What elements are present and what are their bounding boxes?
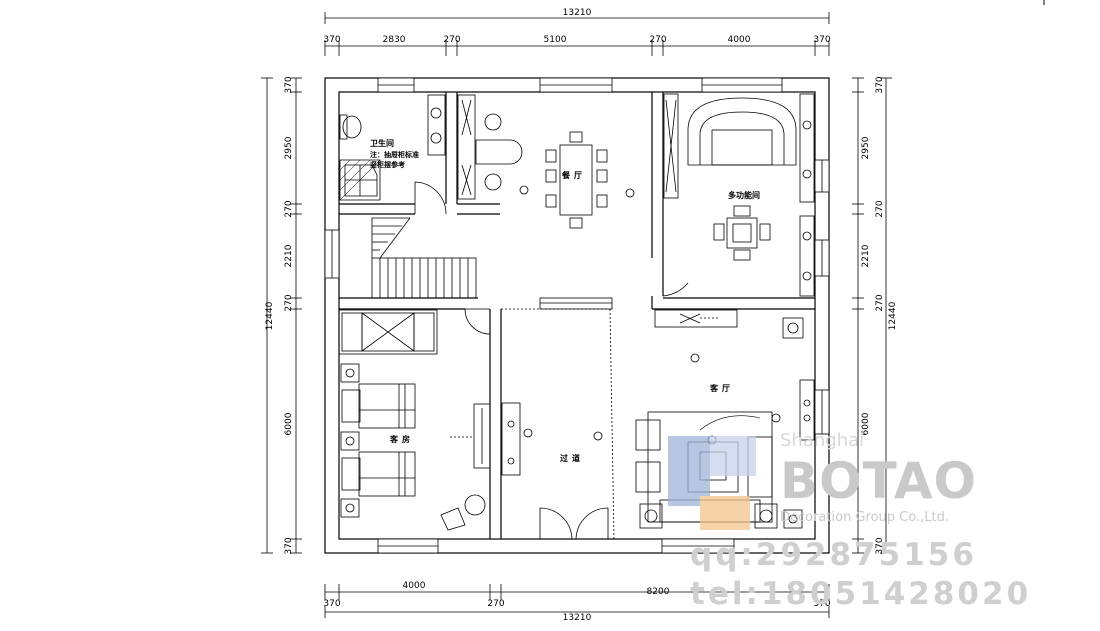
room-label-living: 客厅 bbox=[709, 383, 734, 393]
stairs bbox=[371, 217, 477, 299]
right-total-dim: 12440 bbox=[888, 301, 898, 330]
bottom-total-dim: 13210 bbox=[563, 613, 592, 623]
dining-furniture bbox=[457, 94, 635, 229]
room-label-guest: 客房 bbox=[389, 434, 414, 444]
bottom-dim-5: 370 bbox=[813, 599, 830, 609]
bottom-dim-2: 4000 bbox=[403, 581, 426, 591]
room-label-multi: 多功能间 bbox=[728, 190, 760, 200]
room-label-dining: 餐厅 bbox=[561, 170, 586, 180]
watermark-tel: tel:18051428020 bbox=[690, 576, 1032, 612]
right-dim-7: 370 bbox=[875, 537, 885, 554]
left-dim-4: 2210 bbox=[284, 244, 294, 267]
room-label-corridor: 过道 bbox=[560, 453, 584, 463]
bottom-dim-1: 370 bbox=[323, 599, 340, 609]
top-total-dim: 13210 bbox=[563, 8, 592, 18]
multi-room-furniture bbox=[663, 93, 815, 297]
top-dim-2: 2830 bbox=[383, 35, 406, 45]
top-dim-1: 370 bbox=[323, 35, 340, 45]
watermark-city: Shanghai bbox=[780, 430, 865, 451]
left-dim-3: 270 bbox=[284, 200, 294, 217]
right-dim-2: 2950 bbox=[861, 136, 871, 159]
top-dim-6: 4000 bbox=[728, 35, 751, 45]
left-dim-7: 370 bbox=[284, 537, 294, 554]
left-dimension-chain bbox=[261, 77, 302, 554]
bottom-dimension-chain bbox=[324, 584, 830, 618]
right-dim-1: 370 bbox=[875, 76, 885, 93]
right-dim-6: 6000 bbox=[861, 412, 871, 435]
watermark-brand: BOTAO bbox=[780, 452, 978, 510]
left-dim-6: 6000 bbox=[284, 412, 294, 435]
windows bbox=[324, 77, 830, 554]
watermark-subtitle: Decoration Group Co.,Ltd. bbox=[780, 510, 949, 525]
walls bbox=[324, 77, 830, 554]
left-total-dim: 12440 bbox=[265, 301, 275, 330]
watermark-qq: qq:292875156 bbox=[690, 537, 977, 573]
top-dim-3: 270 bbox=[443, 35, 460, 45]
bottom-dim-3: 270 bbox=[487, 599, 504, 609]
left-dim-2: 2950 bbox=[284, 136, 294, 159]
bottom-dim-4: 8200 bbox=[647, 587, 670, 597]
top-dim-4: 5100 bbox=[544, 35, 567, 45]
top-dim-5: 270 bbox=[649, 35, 666, 45]
right-dim-3: 270 bbox=[875, 200, 885, 217]
top-dim-7: 370 bbox=[813, 35, 830, 45]
right-dim-5: 270 bbox=[875, 294, 885, 311]
guest-room-furniture bbox=[338, 309, 491, 531]
room-label-bathroom: 卫生间 bbox=[370, 138, 394, 148]
right-dim-4: 2210 bbox=[861, 244, 871, 267]
doors bbox=[414, 181, 689, 540]
corridor-furniture bbox=[501, 402, 603, 476]
left-dim-1: 370 bbox=[284, 76, 294, 93]
bathroom-tile-pattern bbox=[339, 159, 381, 201]
top-dimension-chain bbox=[324, 12, 830, 56]
bathroom-note-1: 注：抽屉柜标准 bbox=[370, 150, 419, 159]
bathroom-fixtures bbox=[339, 94, 446, 201]
bathroom-note-2: 竖柜摆参考 bbox=[370, 160, 405, 169]
watermark-logo bbox=[668, 436, 756, 530]
right-dimension-chain bbox=[852, 77, 892, 554]
left-dim-5: 270 bbox=[284, 294, 294, 311]
